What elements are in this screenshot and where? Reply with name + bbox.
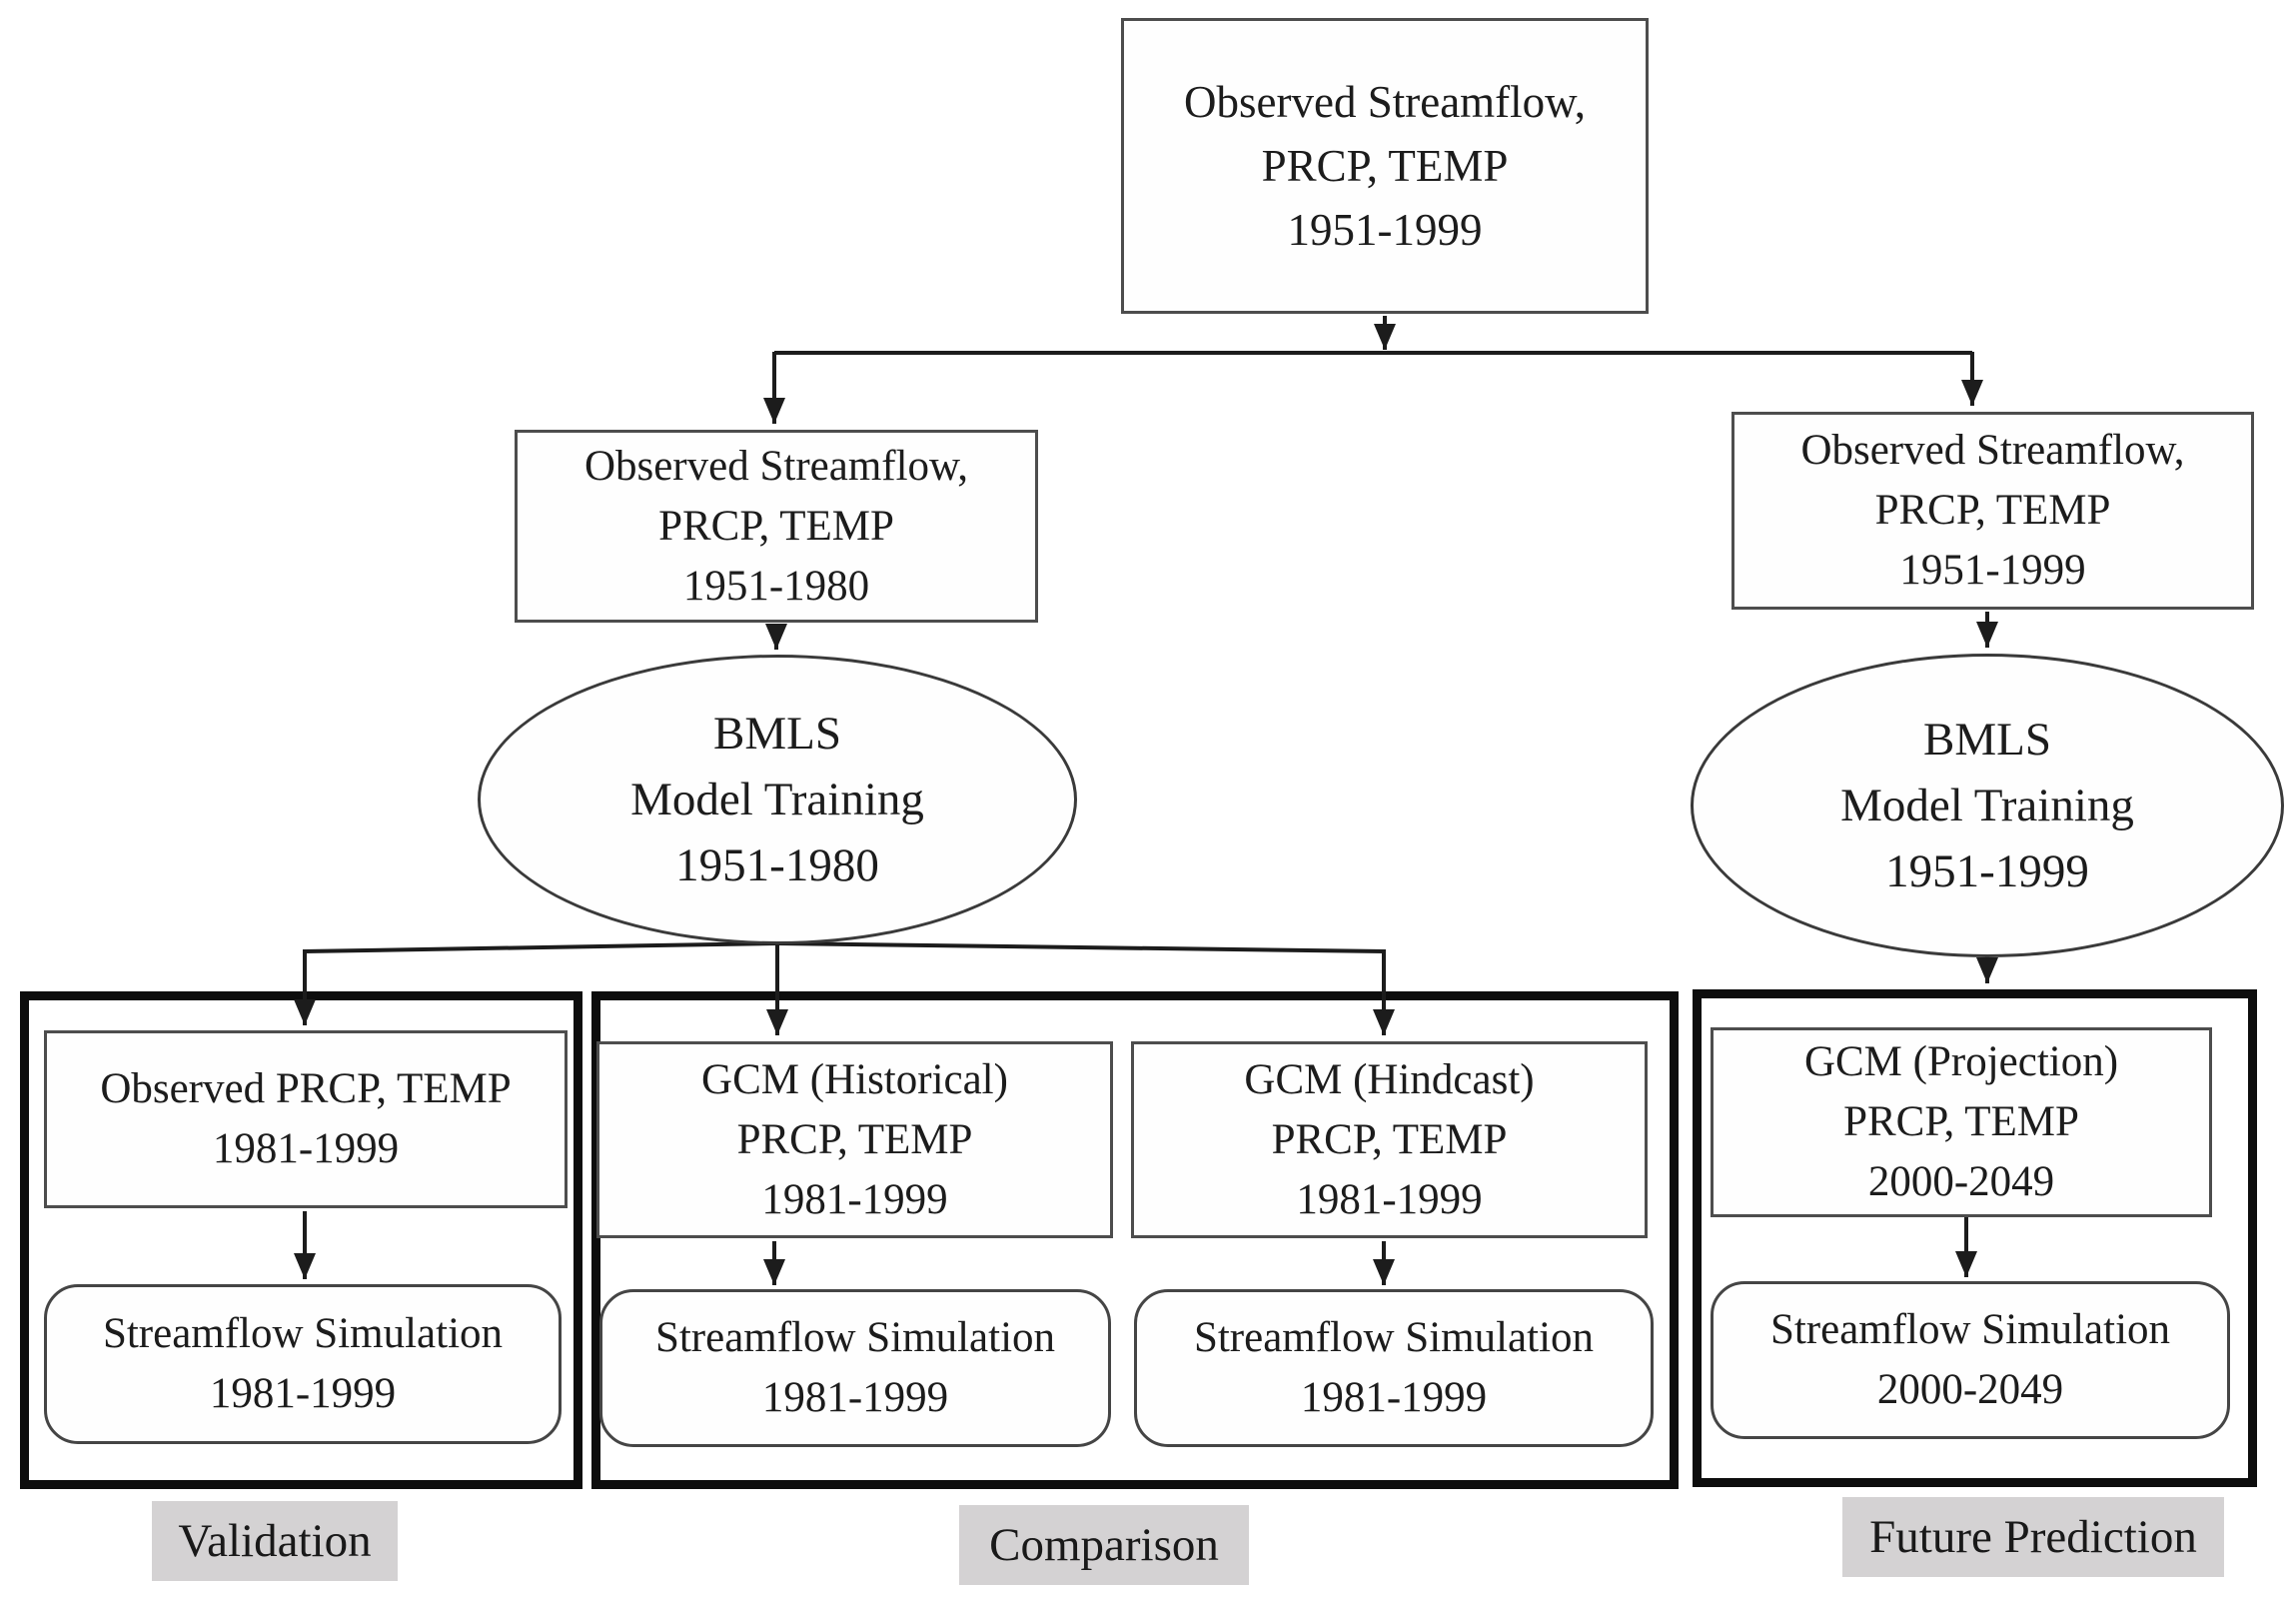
node-text-line: 2000-2049 [1867, 1158, 2055, 1205]
node-text-line: 1981-1999 [1296, 1175, 1483, 1223]
node-text-line: BMLS [713, 708, 841, 760]
node-bmls-model-training-1951-1999: BMLS Model Training 1951-1999 [1691, 654, 2284, 957]
node-text-line: Streamflow Simulation [1193, 1314, 1595, 1361]
node-text-line: 1981-1999 [1300, 1374, 1488, 1421]
node-text-line: 1951-1980 [682, 562, 870, 610]
node-text-line: PRCP, TEMP [1271, 1115, 1508, 1163]
node-text-line: Observed Streamflow, [583, 442, 969, 490]
node-text-line: PRCP, TEMP [1261, 141, 1509, 191]
node-text-line: Streamflow Simulation [102, 1310, 504, 1357]
node-text-line: PRCP, TEMP [658, 502, 894, 550]
node-text-line: PRCP, TEMP [736, 1115, 973, 1163]
node-observed-prcp-temp-validation: Observed PRCP, TEMP 1981-1999 [44, 1030, 568, 1208]
node-observed-streamflow-left-branch: Observed Streamflow, PRCP, TEMP 1951-198… [515, 430, 1038, 623]
node-text-line: 1951-1980 [675, 839, 879, 891]
node-gcm-projection: GCM (Projection) PRCP, TEMP 2000-2049 [1711, 1027, 2212, 1217]
node-text-line: Observed Streamflow, [1184, 77, 1586, 127]
node-text-line: GCM (Hindcast) [1244, 1055, 1535, 1103]
node-streamflow-simulation-hindcast: Streamflow Simulation 1981-1999 [1134, 1289, 1654, 1447]
node-text-line: Streamflow Simulation [1769, 1306, 2171, 1353]
node-gcm-hindcast: GCM (Hindcast) PRCP, TEMP 1981-1999 [1131, 1041, 1648, 1238]
label-validation: Validation [152, 1501, 398, 1581]
label-comparison: Comparison [959, 1505, 1249, 1585]
node-text-line: PRCP, TEMP [1874, 487, 2111, 534]
node-observed-streamflow-right-branch: Observed Streamflow, PRCP, TEMP 1951-199… [1731, 412, 2254, 610]
node-text-line: 1981-1999 [212, 1125, 400, 1172]
node-text-line: 1951-1999 [1899, 547, 2086, 594]
node-text-line: GCM (Historical) [701, 1055, 1008, 1103]
node-text-line: GCM (Projection) [1803, 1038, 2119, 1085]
node-text-line: BMLS [1923, 714, 2051, 766]
node-streamflow-simulation-future: Streamflow Simulation 2000-2049 [1711, 1281, 2230, 1439]
node-streamflow-simulation-validation: Streamflow Simulation 1981-1999 [44, 1284, 562, 1444]
fanout-line-right [776, 941, 1385, 953]
node-text-line: Observed PRCP, TEMP [100, 1065, 512, 1112]
node-text-line: 1951-1999 [1287, 205, 1483, 255]
validation-group-box [20, 991, 582, 1489]
node-text-line: 2000-2049 [1876, 1366, 2064, 1413]
node-text-line: 1981-1999 [761, 1175, 948, 1223]
node-text-line: Model Training [1840, 780, 2134, 831]
future-prediction-group-box [1693, 989, 2257, 1487]
node-text-line: 1951-1999 [1885, 845, 2089, 897]
node-gcm-historical: GCM (Historical) PRCP, TEMP 1981-1999 [596, 1041, 1113, 1238]
node-text-line: 1981-1999 [209, 1370, 397, 1417]
node-streamflow-simulation-historical: Streamflow Simulation 1981-1999 [599, 1289, 1111, 1447]
fanout-line-left [304, 941, 778, 953]
node-text-line: PRCP, TEMP [1843, 1098, 2079, 1145]
node-text-line: Observed Streamflow, [1800, 427, 2185, 474]
label-future-prediction: Future Prediction [1842, 1497, 2224, 1577]
node-bmls-model-training-1951-1980: BMLS Model Training 1951-1980 [478, 655, 1077, 944]
comparison-group-box [591, 991, 1679, 1489]
node-text-line: Streamflow Simulation [654, 1314, 1056, 1361]
node-observed-streamflow-top: Observed Streamflow, PRCP, TEMP 1951-199… [1121, 18, 1649, 314]
node-text-line: 1981-1999 [761, 1374, 949, 1421]
node-text-line: Model Training [630, 774, 924, 825]
